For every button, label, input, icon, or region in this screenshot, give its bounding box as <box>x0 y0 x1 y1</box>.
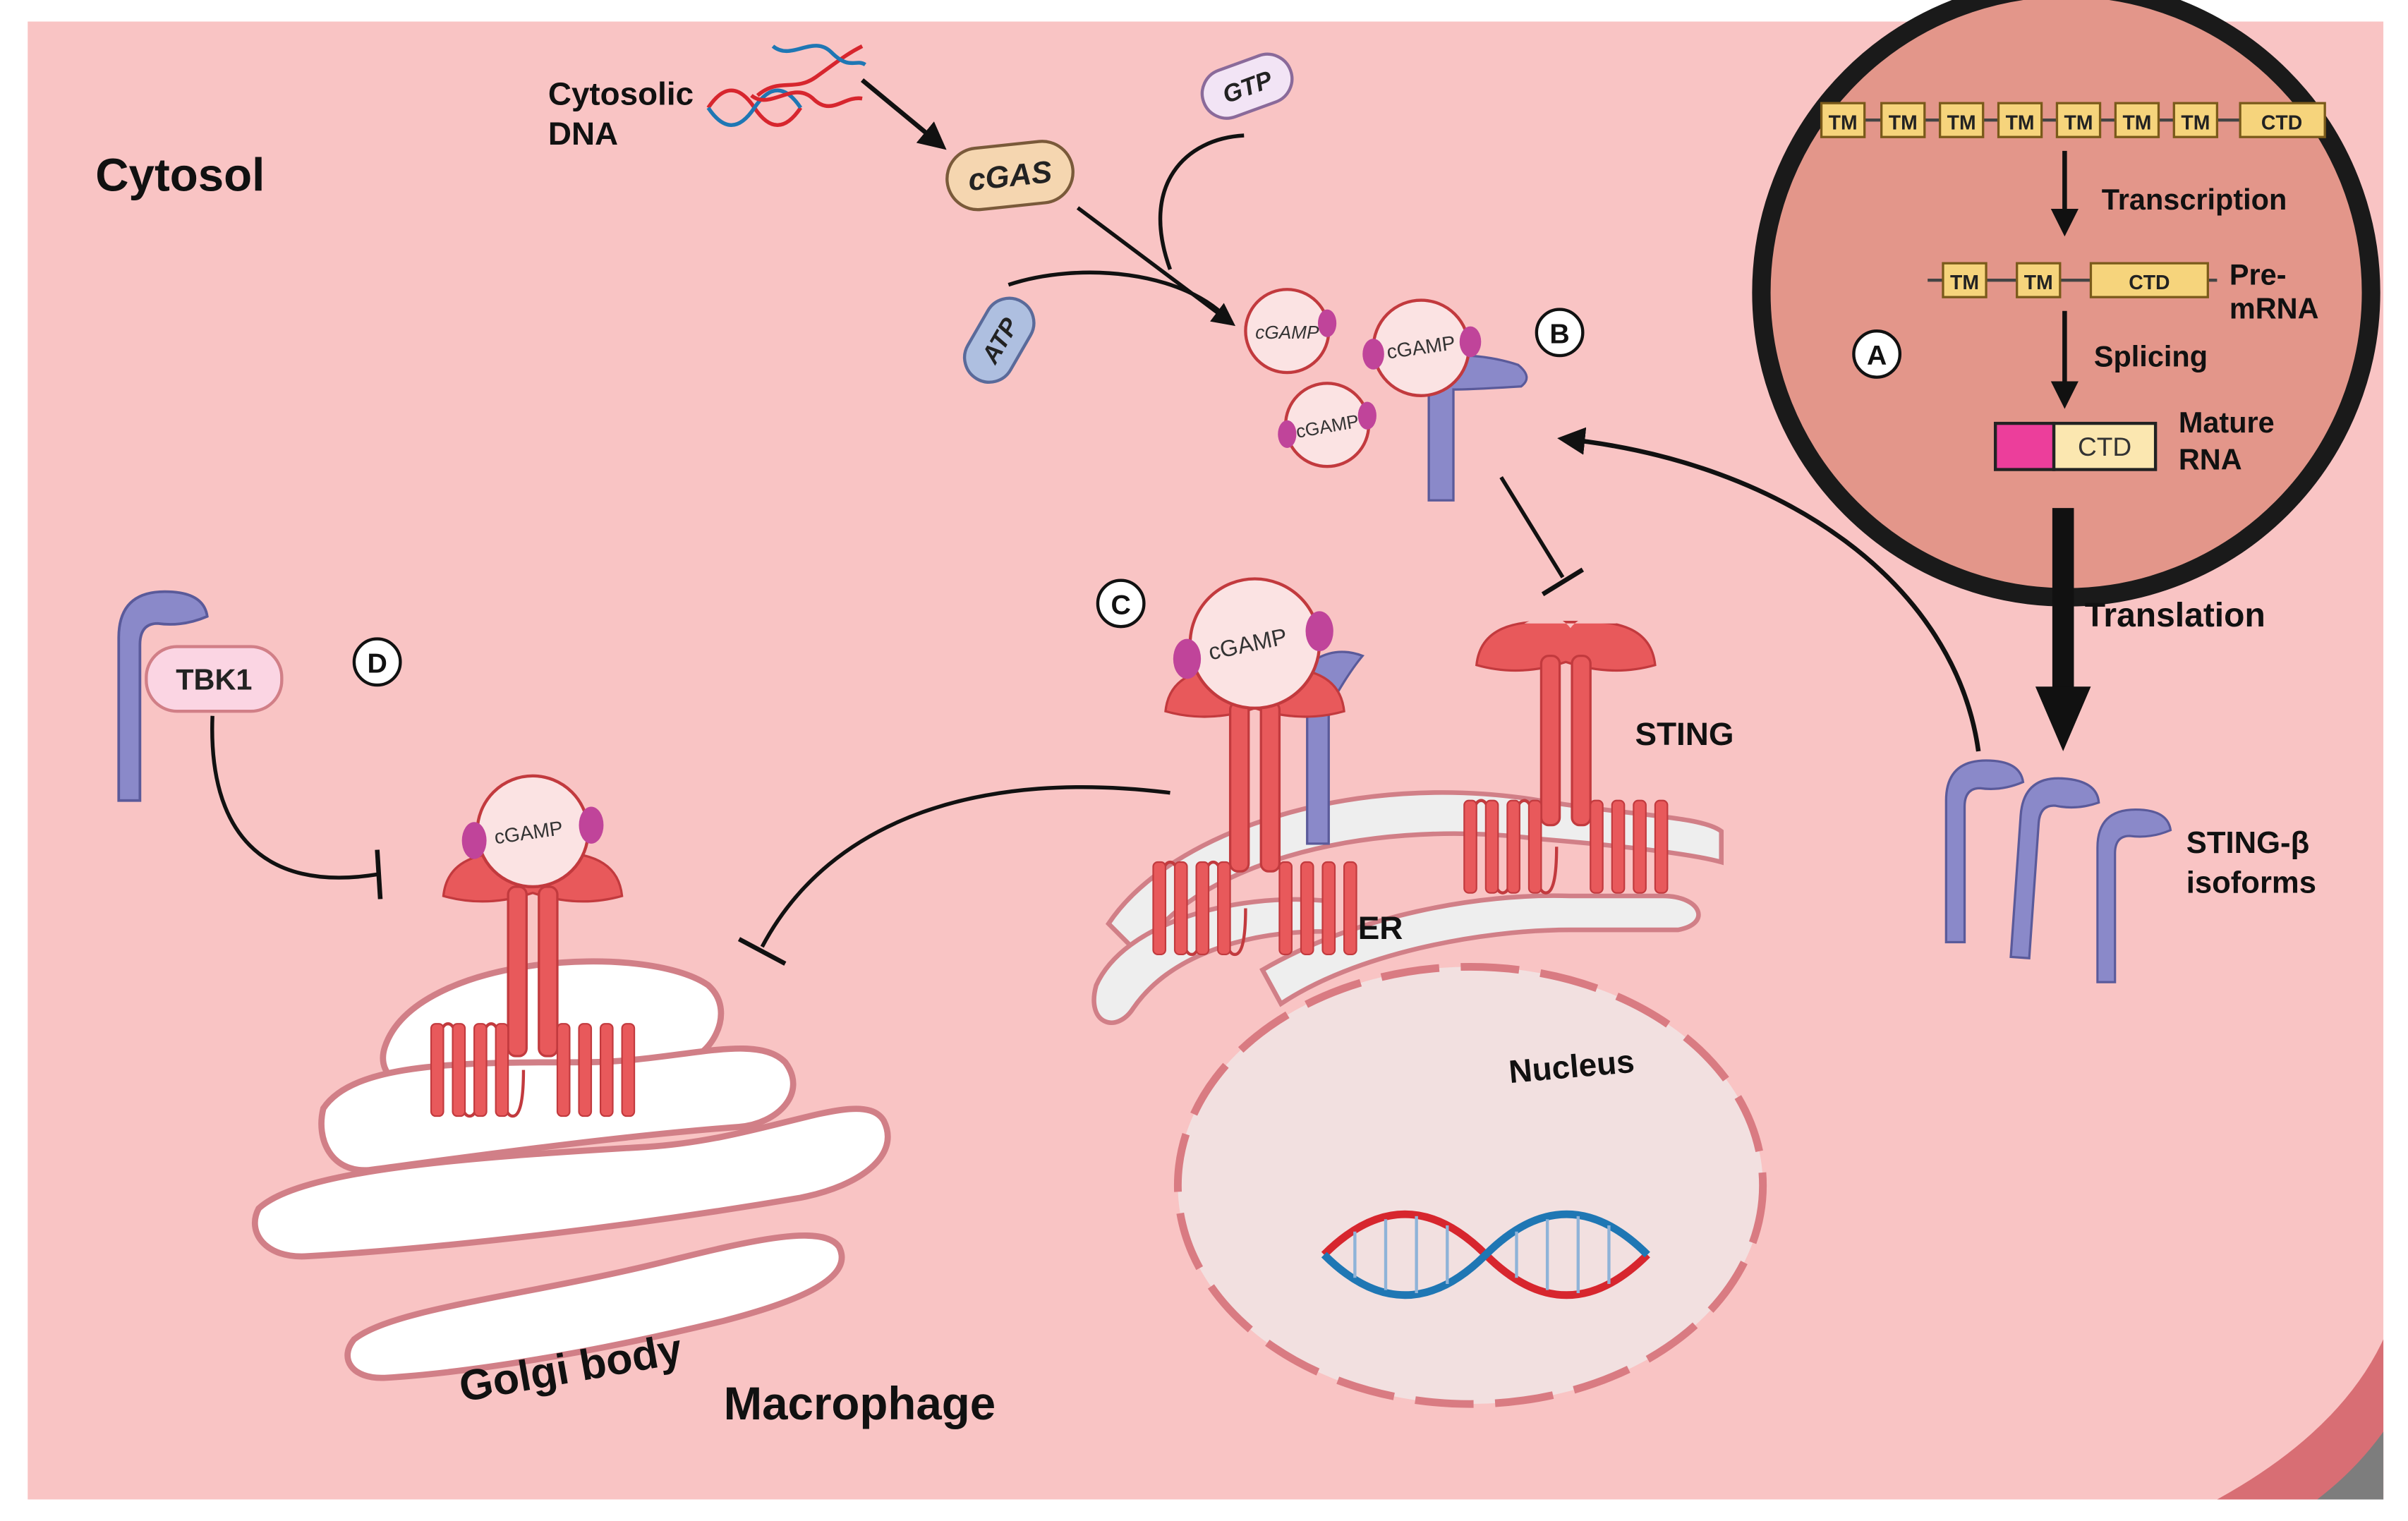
gtp-curve <box>1158 133 1245 270</box>
tbk1-to-golgi-inhibit <box>210 715 378 880</box>
cytosol-label: Cytosol <box>95 150 265 201</box>
cgamp-molecule-3: cGAMP <box>1278 382 1377 468</box>
svg-text:CTD: CTD <box>2129 272 2170 294</box>
dna-to-cgas-arrow <box>860 78 947 150</box>
b-to-sting-inhibit <box>1499 476 1565 578</box>
atp-molecule: ATP <box>962 296 1036 384</box>
gtp-molecule: GTP <box>1200 52 1294 120</box>
splicing-label: Splicing <box>2094 339 2208 372</box>
svg-text:TM: TM <box>2181 111 2210 134</box>
marker-b: B <box>1535 308 1585 358</box>
tbk1-isoform-complex: TBK1 <box>117 590 284 802</box>
mature-rna-label-2: RNA <box>2179 443 2242 476</box>
translation-label: Translation <box>2085 597 2265 634</box>
translation-arrow <box>2035 508 2091 751</box>
mature-rna-label-1: Mature <box>2179 406 2275 439</box>
cgas-to-cgamp-arrow <box>1076 206 1236 327</box>
svg-text:CTD: CTD <box>2261 111 2302 134</box>
cytosolic-dna-label-1: Cytosolic <box>548 75 694 111</box>
svg-text:A: A <box>1867 340 1887 371</box>
svg-text:TM: TM <box>1889 111 1918 134</box>
svg-text:TM: TM <box>1947 111 1976 134</box>
nucleus <box>1173 962 1767 1408</box>
er-to-golgi-inhibit <box>760 785 1170 948</box>
cell-membrane-edge <box>2217 1339 2384 1500</box>
atp-curve <box>1008 270 1233 325</box>
golgi-sting-complex: cGAMP <box>431 774 634 1116</box>
svg-text:TM: TM <box>2024 272 2053 294</box>
svg-text:TM: TM <box>2122 111 2151 134</box>
svg-text:TM: TM <box>1829 111 1858 134</box>
pathway-arrows <box>210 78 1981 966</box>
svg-text:C: C <box>1111 590 1130 621</box>
sting-beta-label-2: isoforms <box>2186 866 2316 900</box>
svg-text:TM: TM <box>1950 272 1979 294</box>
cgas-enzyme: cGAS <box>945 140 1075 212</box>
svg-text:TM: TM <box>2006 111 2035 134</box>
cytosolic-dna-label-2: DNA <box>548 116 618 152</box>
pre-mrna-label-1: Pre- <box>2229 258 2287 291</box>
marker-d: D <box>352 637 402 687</box>
macrophage-label: Macrophage <box>724 1378 996 1429</box>
cgamp-molecule-1: cGAMP <box>1244 288 1337 375</box>
svg-text:D: D <box>367 648 387 679</box>
marker-c: C <box>1096 578 1146 629</box>
cytosolic-dna-icon <box>706 44 866 127</box>
exon-row: TM TM TM TM TM TM TM CTD <box>1820 102 2326 138</box>
tbk1-label: TBK1 <box>176 663 252 696</box>
cgamp-label-1: cGAMP <box>1255 322 1319 343</box>
nuclear-dna <box>1321 1210 1650 1299</box>
marker-a: A <box>1852 329 1902 379</box>
er-label: ER <box>1358 910 1403 946</box>
pre-mrna-label-2: mRNA <box>2229 292 2319 325</box>
gene-structure: TM TM TM TM TM TM TM CTD Transcription T… <box>1820 102 2326 476</box>
sting-beta-label-1: STING-β <box>2186 825 2309 860</box>
sting-label: STING <box>1635 716 1734 752</box>
svg-text:B: B <box>1549 319 1569 350</box>
cgamp-molecule-2: cGAMP <box>1362 298 1482 398</box>
isoform-to-b-arrow <box>1557 427 1981 752</box>
tbk1-box <box>145 645 284 713</box>
svg-text:CTD: CTD <box>2078 432 2131 461</box>
er-sting-cgamp-isoform-complex: cGAMP <box>1153 577 1365 955</box>
transcription-label: Transcription <box>2102 183 2287 216</box>
svg-text:TM: TM <box>2064 111 2093 134</box>
